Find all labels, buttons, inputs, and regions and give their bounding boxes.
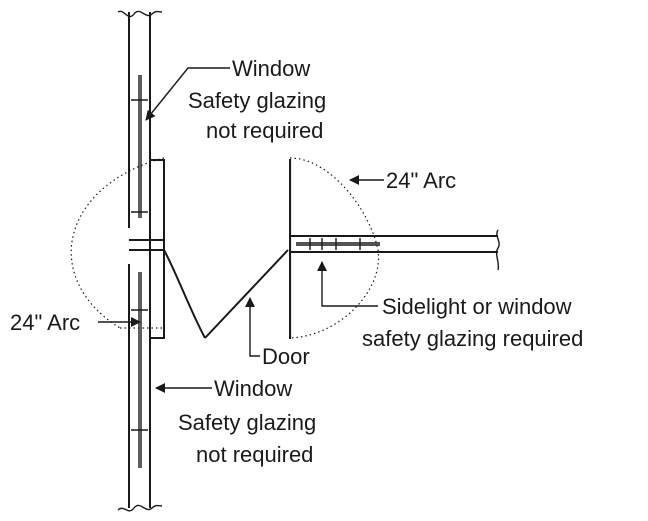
label-arc-left: 24" Arc <box>10 310 80 335</box>
wall-break-top <box>118 11 162 16</box>
window-top-line2: not required <box>206 118 323 143</box>
door-swing <box>164 250 288 338</box>
label-window-bottom: Window Safety glazing not required <box>178 376 316 467</box>
arc-right <box>290 158 379 338</box>
left-door-jamb <box>129 160 164 338</box>
window-bottom-line2: not required <box>196 442 313 467</box>
sidelight-line1: Sidelight or window <box>382 294 572 319</box>
window-top-title: Window <box>232 56 310 81</box>
window-bottom-title: Window <box>214 376 292 401</box>
sidelight-line2: safety glazing required <box>362 326 583 351</box>
label-sidelight: Sidelight or window safety glazing requi… <box>362 294 583 351</box>
window-bottom-line1: Safety glazing <box>178 410 316 435</box>
vertical-wall <box>129 12 150 508</box>
wall-break-bottom <box>118 505 162 510</box>
window-top-line1: Safety glazing <box>188 88 326 113</box>
label-window-top: Window Safety glazing not required <box>188 56 326 143</box>
label-door: Door <box>262 344 310 369</box>
label-arc-right: 24" Arc <box>386 168 456 193</box>
